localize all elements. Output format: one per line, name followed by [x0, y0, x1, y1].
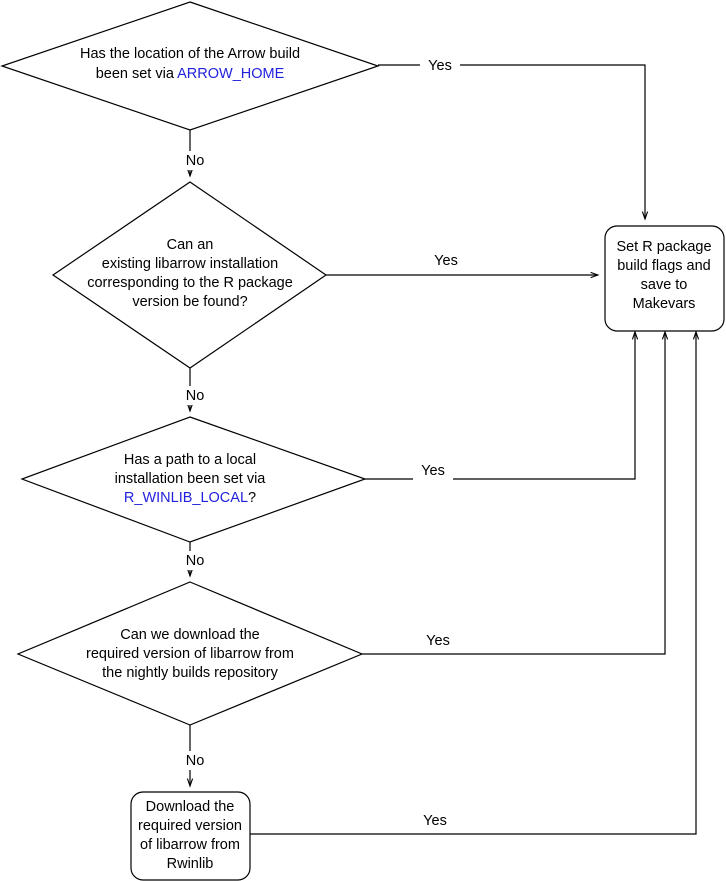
- node-b1-line-1: Set R package: [616, 239, 711, 255]
- node-d3-line-1: Has a path to a local: [124, 452, 256, 468]
- node-action-set-build-flags[interactable]: Set R package build flags and save to Ma…: [604, 225, 725, 332]
- edge-label-d4-no: No: [186, 753, 205, 769]
- node-action-download-rwinlib[interactable]: Download the required version of libarro…: [130, 791, 251, 881]
- edge-d1-yes: Yes Yes: [378, 56, 645, 219]
- node-d1-line-1: Has the location of the Arrow build: [80, 46, 300, 62]
- node-b2-line-2: required version: [138, 818, 242, 834]
- edge-label-d4-yes: Yes: [426, 633, 450, 649]
- node-d2-line-1: Can an: [167, 237, 214, 253]
- edge-d3-no: No: [178, 542, 206, 576]
- edge-d3-yes: Yes: [365, 332, 635, 480]
- edge-d1-no: No: [178, 130, 206, 176]
- node-d3-line-3: R_WINLIB_LOCAL?: [124, 490, 256, 506]
- node-b2-line-3: of libarrow from: [140, 837, 240, 853]
- edge-d4-no: No: [178, 725, 206, 786]
- node-d2-line-2: existing libarrow installation: [102, 256, 279, 272]
- node-decision-r-winlib-local[interactable]: Has a path to a local installation been …: [20, 416, 367, 543]
- edge-label-d3-no: No: [186, 553, 205, 569]
- node-b1-line-4: Makevars: [633, 296, 696, 312]
- edge-label-d2-no: No: [186, 388, 205, 404]
- edge-label-b2-yes: Yes: [423, 813, 447, 829]
- edge-label-d1-yes-text: Yes: [428, 58, 452, 74]
- node-d4-line-2: required version of libarrow from: [86, 646, 294, 662]
- edge-label-d3-yes: Yes: [421, 463, 445, 479]
- node-d2-line-4: version be found?: [132, 294, 247, 310]
- node-b2-line-1: Download the: [146, 799, 235, 815]
- node-b2-line-4: Rwinlib: [167, 856, 214, 872]
- edge-label-d2-yes: Yes: [434, 253, 458, 269]
- edge-d2-no: No: [178, 368, 206, 411]
- node-decision-nightly-builds[interactable]: Can we download the required version of …: [16, 581, 364, 726]
- node-b1-line-3: save to: [641, 277, 688, 293]
- node-d4-line-1: Can we download the: [120, 627, 259, 643]
- node-d3-line-2: installation been set via: [115, 471, 267, 487]
- edge-label-d1-no: No: [186, 153, 205, 169]
- node-decision-existing-libarrow[interactable]: Can an existing libarrow installation co…: [51, 181, 328, 369]
- node-decision-arrow-home[interactable]: Has the location of the Arrow build been…: [0, 1, 380, 131]
- node-d2-line-3: corresponding to the R package: [87, 275, 293, 291]
- edge-d2-yes: Yes: [326, 251, 598, 275]
- node-d4-line-3: the nightly builds repository: [102, 665, 278, 681]
- node-d1-line-2: been set via ARROW_HOME: [96, 66, 285, 82]
- edge-b2-yes: Yes: [250, 332, 696, 835]
- edge-d4-yes: Yes: [362, 332, 665, 655]
- node-b1-line-2: build flags and: [617, 258, 711, 274]
